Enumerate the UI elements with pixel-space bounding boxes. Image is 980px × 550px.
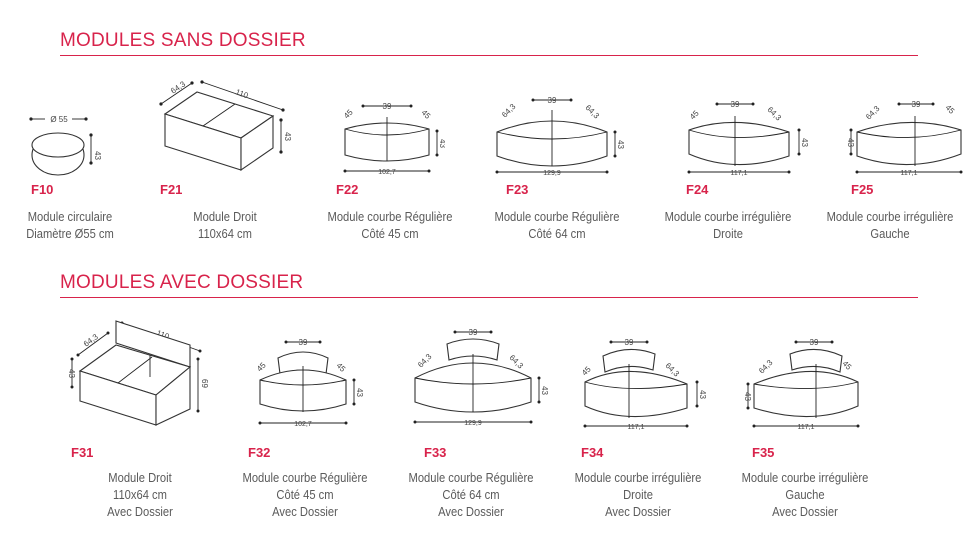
dim-f21-height: 43	[283, 132, 292, 141]
dim-f22-left: 45	[342, 107, 355, 120]
drawing-f32: 39 45 45 43 102,7	[255, 338, 364, 428]
drawing-f21: 64,3 110 43	[159, 79, 292, 172]
dim-f31-depth: 64,3	[82, 332, 100, 349]
section-title-sans-dossier: MODULES SANS DOSSIER	[60, 30, 306, 51]
dim-f21-depth: 64,3	[169, 79, 187, 95]
product-code-f24: F24	[686, 182, 709, 197]
dim-f33-width: 129,9	[464, 420, 482, 427]
dim-f34-left: 45	[580, 364, 593, 377]
drawing-f33: 39 64,3 64,3 43 129,9	[413, 328, 549, 427]
section-title-avec-dossier: MODULES AVEC DOSSIER	[60, 272, 304, 293]
dim-f22-width: 102,7	[378, 169, 396, 176]
dim-f24-top: 39	[731, 100, 740, 109]
dim-f34-right: 64,3	[664, 361, 682, 379]
dim-f32-height: 43	[355, 388, 364, 397]
section-divider	[60, 55, 918, 56]
product-code-f33: F33	[424, 445, 447, 460]
dim-f35-height: 43	[743, 392, 752, 401]
dim-f25-height: 43	[846, 138, 855, 147]
drawing-f22: 39 45 45 43 102,7	[342, 102, 445, 176]
dim-f22-height: 43	[438, 139, 445, 148]
dim-f24-left: 45	[688, 108, 701, 121]
dim-f35-left: 64,3	[757, 358, 775, 376]
product-code-f31: F31	[71, 445, 94, 460]
dim-f23-top: 39	[548, 96, 557, 105]
dim-f31-back-height: 69	[200, 379, 209, 388]
drawing-f24: 39 45 64,3 43 117,1	[687, 100, 809, 177]
product-code-f32: F32	[248, 445, 271, 460]
drawing-f10: Ø 55 43	[29, 115, 102, 176]
dim-f35-top: 39	[810, 338, 819, 347]
dim-f23-width: 129,9	[543, 170, 561, 177]
dim-f32-width: 102,7	[294, 421, 312, 428]
dim-f22-top: 39	[383, 102, 392, 111]
drawing-f31: 64,3 110 43 69	[67, 320, 209, 426]
dim-f31-height: 43	[67, 369, 76, 378]
dim-f10-height: 43	[93, 151, 102, 160]
section-divider	[60, 297, 918, 298]
dim-f24-right: 64,3	[766, 105, 784, 123]
product-code-f23: F23	[506, 182, 529, 197]
dim-f10-diameter: Ø 55	[50, 115, 68, 124]
dim-f35-width: 117,1	[798, 424, 815, 431]
product-code-f21: F21	[160, 182, 183, 197]
dim-f35-right: 45	[841, 359, 854, 372]
dim-f33-right: 64,3	[508, 353, 526, 371]
drawing-f25: 39 64,3 45 43 117,1	[846, 100, 963, 177]
product-code-f34: F34	[581, 445, 604, 460]
product-code-f35: F35	[752, 445, 775, 460]
dim-f22-right: 45	[420, 108, 433, 121]
dim-f33-height: 43	[540, 386, 549, 395]
dim-f21-length: 110	[234, 87, 250, 100]
product-code-f10: F10	[31, 182, 54, 197]
dim-f23-height: 43	[616, 140, 625, 149]
dim-f34-height: 43	[698, 390, 707, 399]
dim-f24-height: 43	[800, 138, 809, 147]
drawing-f34: 39 45 64,3 43 117,1	[580, 338, 707, 431]
product-code-f25: F25	[851, 182, 874, 197]
dim-f25-width: 117,1	[901, 170, 918, 177]
dim-f25-right: 45	[944, 103, 957, 116]
dim-f34-width: 117,1	[628, 424, 645, 431]
dim-f33-top: 39	[469, 328, 478, 337]
dim-f32-top: 39	[299, 338, 308, 347]
product-code-f22: F22	[336, 182, 359, 197]
dim-f33-left: 64,3	[416, 352, 434, 370]
dim-f34-top: 39	[625, 338, 634, 347]
dim-f23-right: 64,3	[584, 103, 602, 121]
dim-f32-right: 45	[335, 361, 348, 374]
dim-f24-width: 117,1	[731, 170, 748, 177]
dim-f23-left: 64,3	[500, 102, 518, 120]
dim-f25-top: 39	[912, 100, 921, 109]
dim-f32-left: 45	[255, 360, 268, 373]
dim-f25-left: 64,3	[864, 104, 882, 122]
drawing-f23: 39 64,3 64,3 43 129,9	[495, 96, 625, 177]
drawing-f35: 39 64,3 45 43 117,1	[743, 338, 860, 431]
